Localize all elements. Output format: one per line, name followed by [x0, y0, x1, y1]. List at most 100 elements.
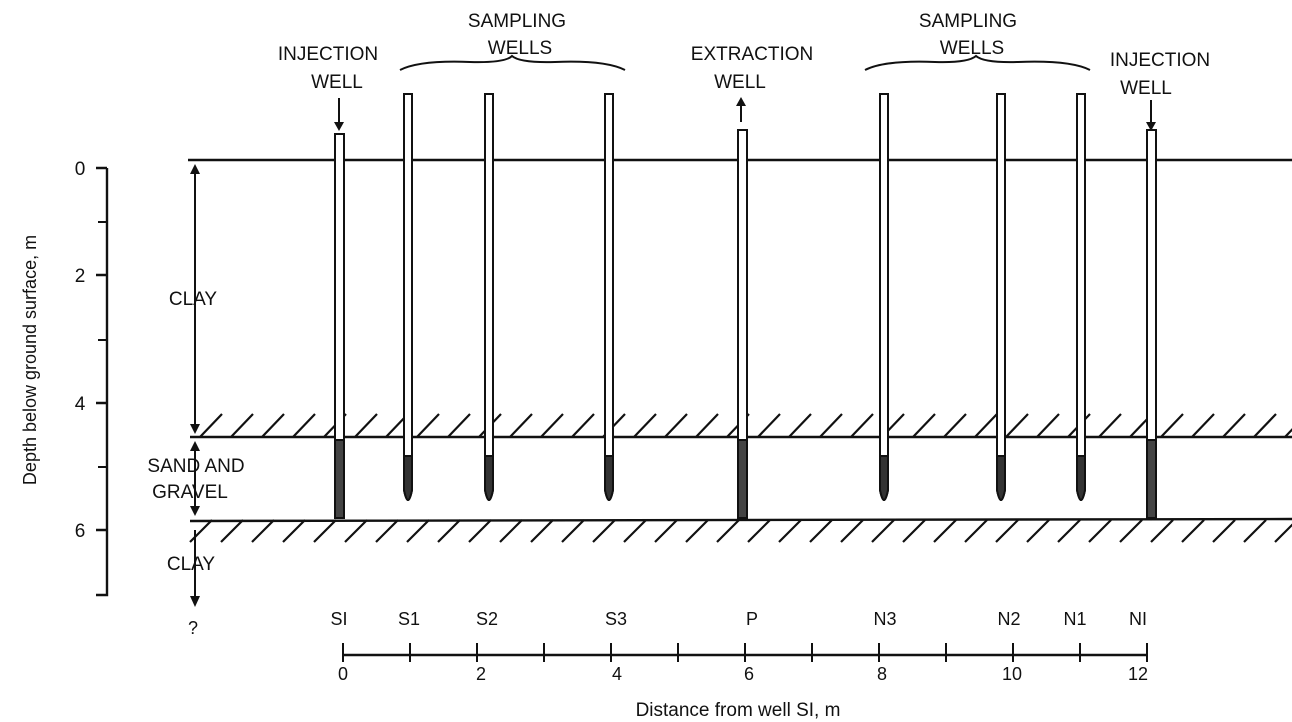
well-S3-sampling [604, 93, 614, 501]
hatch-stroke [447, 413, 471, 438]
hatch-stroke [230, 413, 254, 438]
sampling-wells-left-line1: SAMPLING [468, 11, 566, 32]
depth-axis-line [96, 168, 109, 597]
hatch-stroke [747, 519, 771, 543]
hatch-stroke [840, 519, 864, 543]
hatch-stroke [716, 519, 740, 543]
depth-axis-label: Depth below ground surface, m [20, 235, 40, 485]
hatch-stroke [912, 413, 936, 438]
well-screen [484, 455, 494, 501]
distance-axis-label: Distance from well SI, m [636, 700, 841, 721]
hatch-stroke [778, 519, 802, 543]
sand-gravel-label-line2: GRAVEL [152, 482, 228, 503]
hatch-stroke [1274, 523, 1292, 543]
extraction-well-line1: EXTRACTION [691, 44, 813, 65]
well-label-N1: N1 [1063, 609, 1086, 629]
hatch-stroke [499, 519, 523, 543]
extraction-well-line2: WELL [714, 72, 766, 93]
well-label-N3: N3 [873, 609, 896, 629]
hatch-stroke [406, 519, 430, 543]
well-label-S1: S1 [398, 609, 420, 629]
hatch-stroke [199, 413, 223, 438]
hatch-stroke [1222, 413, 1246, 438]
depth-tick-4: 4 [75, 394, 86, 415]
extraction-arrow-head [736, 97, 746, 106]
injection-arrow-left-head [334, 122, 344, 131]
hatch-stroke [685, 519, 709, 543]
hatch-stroke [623, 519, 647, 543]
depth-axis-major-ticks [96, 166, 107, 532]
distance-tick-0: 0 [338, 664, 348, 684]
well-label-SI: SI [330, 609, 347, 629]
injection-well-left-line2: WELL [311, 72, 363, 93]
depth-tick-6: 6 [75, 521, 86, 542]
hatch-stroke [633, 413, 657, 438]
injection-well-left-line1: INJECTION [278, 44, 378, 65]
well-N2-sampling [996, 93, 1006, 501]
well-label-NI: NI [1129, 609, 1147, 629]
injection-well-right-line2: WELL [1120, 78, 1172, 99]
hatch-stroke [220, 519, 244, 543]
hatch-stroke [1036, 413, 1060, 438]
depth-tick-2: 2 [75, 266, 86, 287]
hatch-stroke [375, 519, 399, 543]
hatch-stroke [261, 413, 285, 438]
distance-tick-4: 4 [612, 664, 622, 684]
hatch-stroke [902, 519, 926, 543]
hatch-stroke [540, 413, 564, 438]
aquifer-arrow-top-head [190, 441, 200, 451]
hatch-stroke [344, 519, 368, 543]
hatch-stroke [1284, 428, 1292, 438]
hatch-stroke [995, 519, 1019, 543]
hatch-stroke [974, 413, 998, 438]
hatch-stroke [1088, 519, 1112, 543]
well-casing [604, 93, 614, 501]
well-casing [996, 93, 1006, 501]
hatch-stroke [757, 413, 781, 438]
extraction-well-label: EXTRACTION WELL [691, 44, 813, 93]
distance-tick-12: 12 [1128, 664, 1148, 684]
hatch-stroke [871, 519, 895, 543]
sampling-left-brace [399, 54, 626, 71]
well-S2-sampling [484, 93, 494, 501]
hatch-stroke [1181, 519, 1205, 543]
well-screen [996, 455, 1006, 501]
hatch-stroke [654, 519, 678, 543]
hatch-stroke [354, 413, 378, 438]
well-label-S2: S2 [476, 609, 498, 629]
well-P-extraction [737, 129, 748, 519]
clay-bottom-label: CLAY [167, 554, 216, 575]
hatch-stroke [292, 413, 316, 438]
sampling-right-brace [864, 54, 1091, 71]
sampling-wells-left-line2: WELLS [488, 38, 552, 59]
hatch-stroke [251, 519, 275, 543]
hatch-stroke [313, 519, 337, 543]
sampling-wells-right-label: SAMPLING WELLS [919, 11, 1017, 59]
hatch-stroke [468, 519, 492, 543]
distance-tick-6: 6 [744, 664, 754, 684]
well-label-N2: N2 [997, 609, 1020, 629]
distance-tick-2: 2 [476, 664, 486, 684]
well-screen [604, 455, 614, 501]
hatch-stroke [943, 413, 967, 438]
aquifer-bottom-hatching [189, 519, 1292, 543]
distance-tick-10: 10 [1002, 664, 1022, 684]
hatch-stroke [819, 413, 843, 438]
sand-gravel-label-line1: SAND AND [147, 456, 244, 477]
hatch-stroke [1243, 519, 1267, 543]
well-SI-injection [334, 133, 345, 519]
injection-arrow-right-head [1146, 122, 1156, 131]
hatch-stroke [571, 413, 595, 438]
lower-clay-arrow-head [190, 596, 200, 607]
sampling-wells-right-line2: WELLS [940, 38, 1004, 59]
hatch-stroke [1150, 519, 1174, 543]
well-casing [403, 93, 413, 501]
clay-arrow-bottom-head [190, 424, 200, 434]
well-casing [484, 93, 494, 501]
hatch-stroke [189, 519, 213, 543]
hatch-stroke [1191, 413, 1215, 438]
hatch-stroke [592, 519, 616, 543]
clay-top-label: CLAY [169, 289, 218, 310]
hatch-stroke [1119, 519, 1143, 543]
hatch-stroke [282, 519, 306, 543]
